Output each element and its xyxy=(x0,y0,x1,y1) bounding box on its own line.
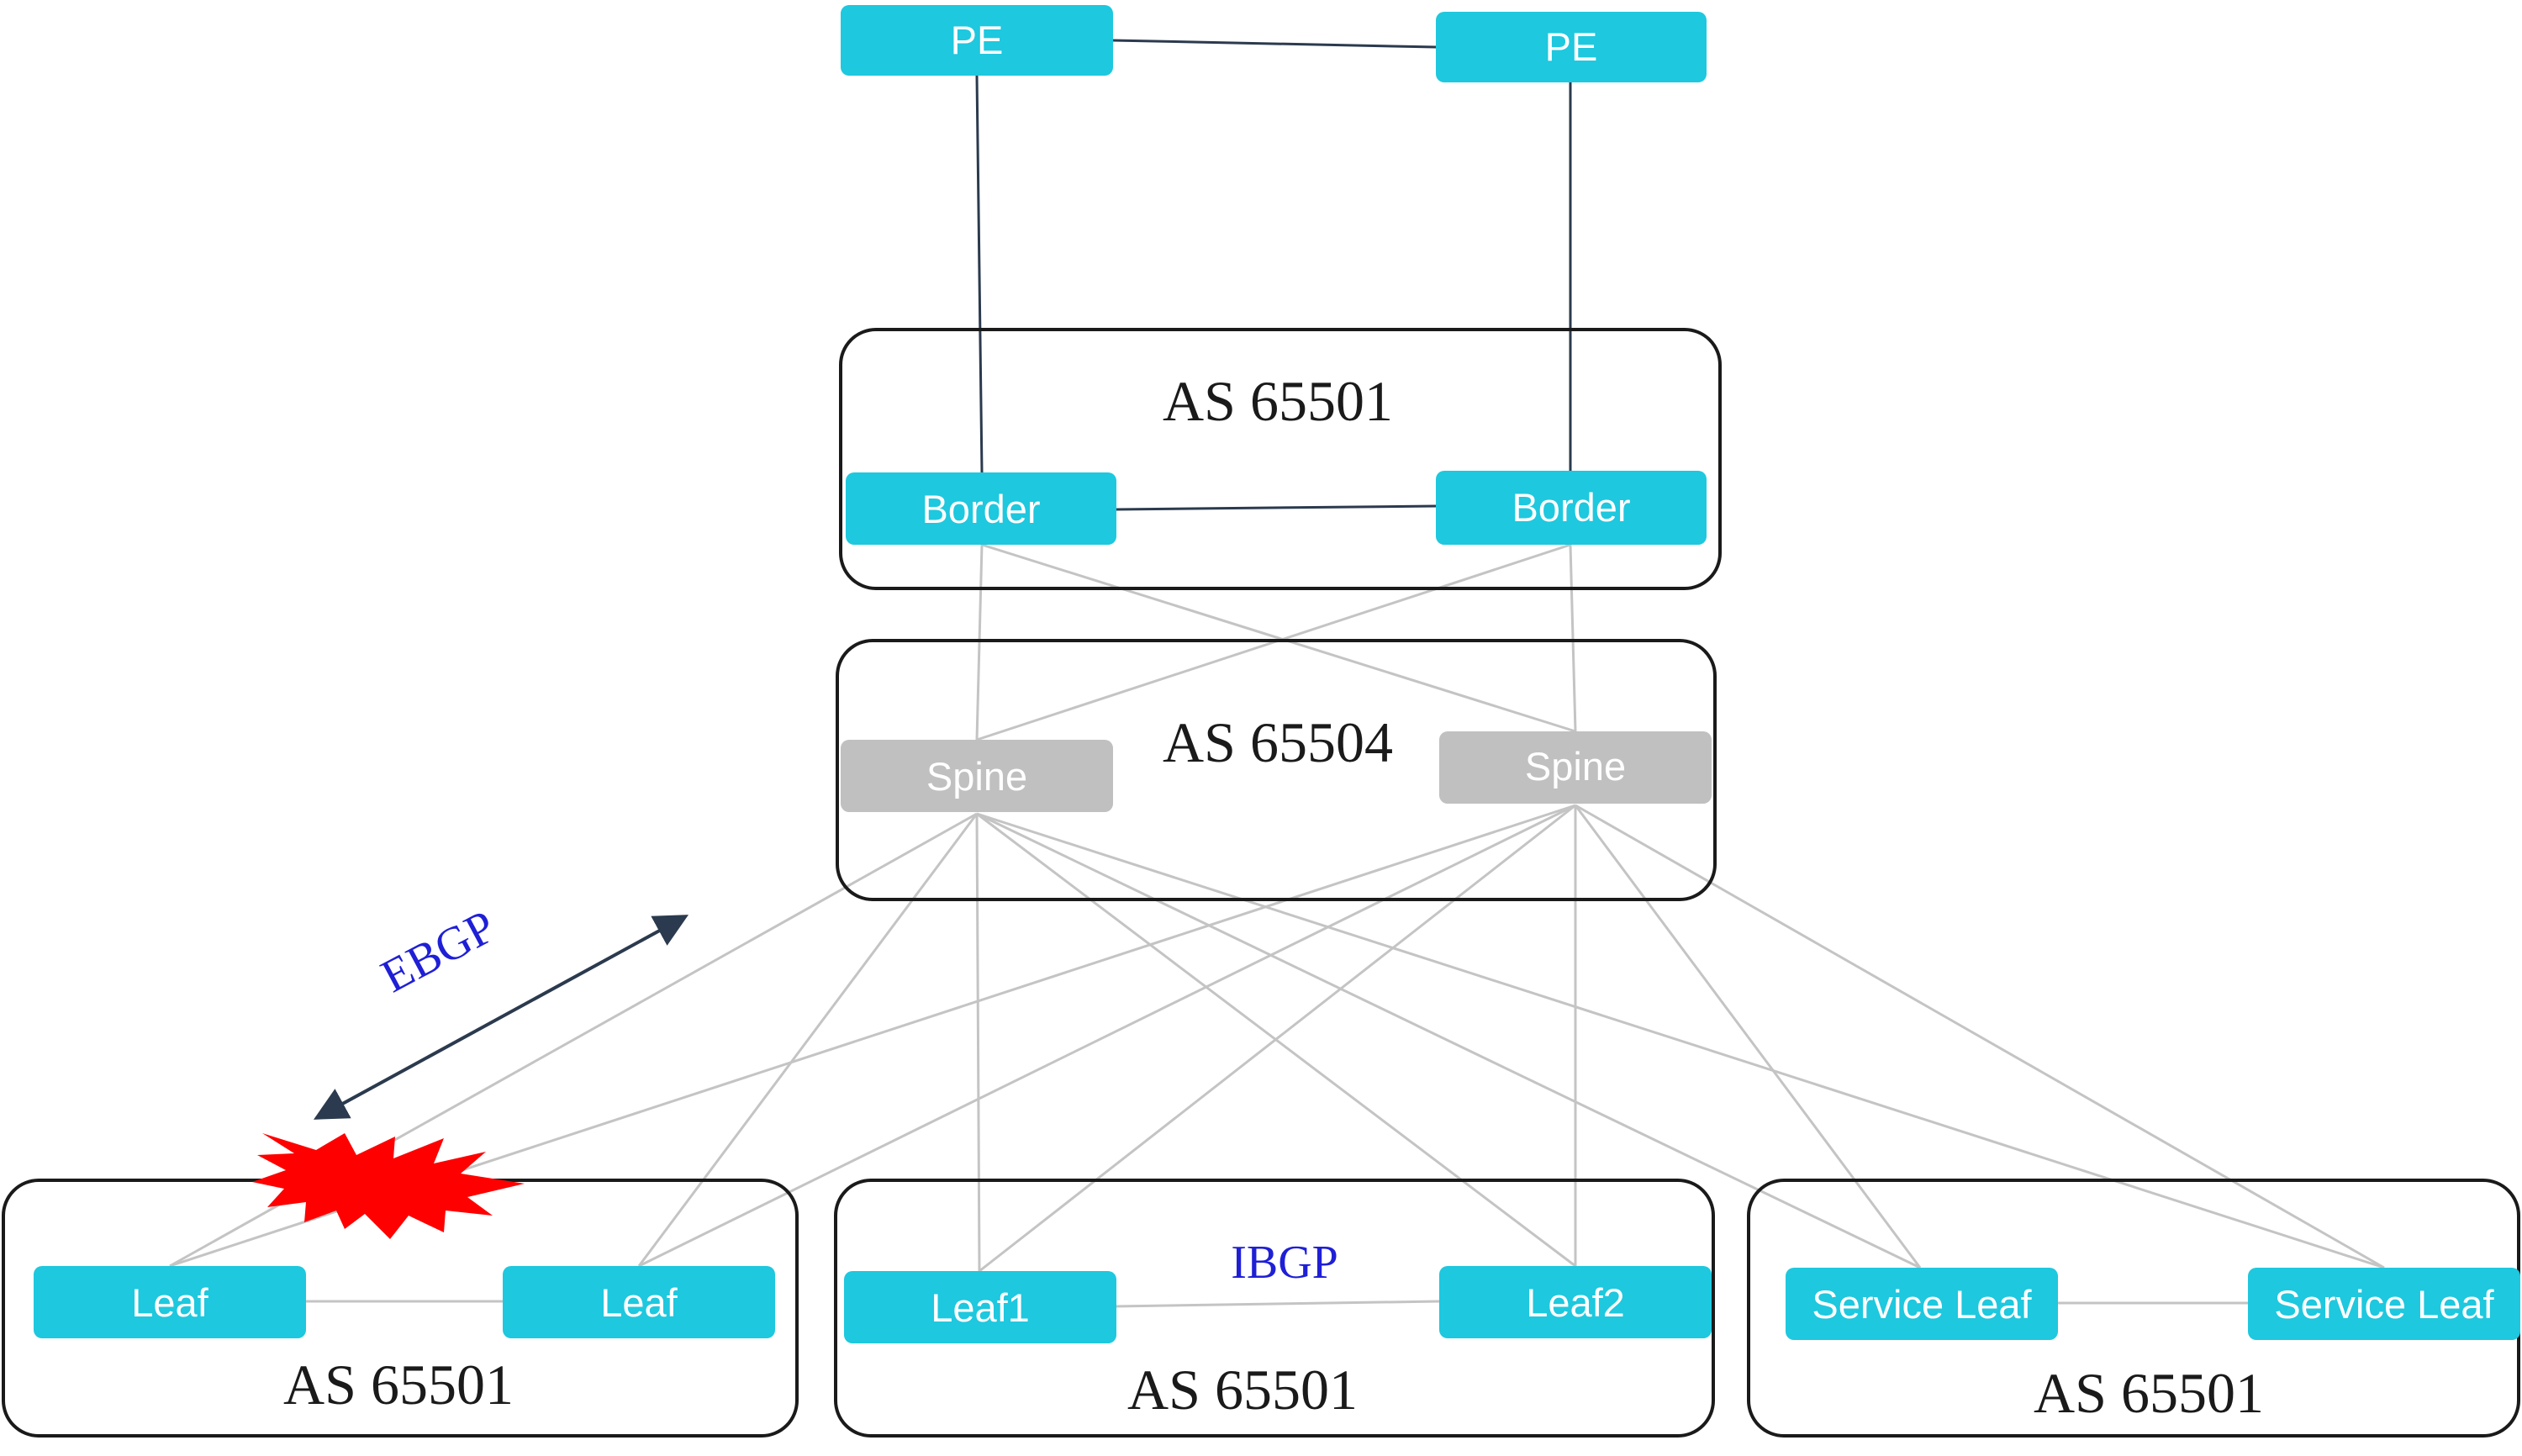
ibgp-label: IBGP xyxy=(1231,1237,1338,1289)
node-service-leaf-b-label: Service Leaf xyxy=(2274,1282,2494,1327)
as-label-leaf-middle: AS 65501 xyxy=(1127,1358,1358,1422)
node-pe-right-label: PE xyxy=(1545,24,1598,69)
node-pe-left-label: PE xyxy=(951,18,1004,62)
double-arrow-icon xyxy=(313,915,689,1120)
node-pe-right[interactable]: PE xyxy=(1436,12,1707,82)
node-spine-right-label: Spine xyxy=(1525,744,1626,789)
link-spine-right-service-leaf-a xyxy=(1574,804,1922,1269)
as-label-leaf-left: AS 65501 xyxy=(283,1353,514,1416)
node-border-right[interactable]: Border xyxy=(1436,471,1707,545)
node-border-left[interactable]: Border xyxy=(846,472,1116,545)
link-spine-left-service-leaf-a xyxy=(976,812,1921,1269)
group-box-border-as xyxy=(839,328,1722,590)
node-service-leaf-a-label: Service Leaf xyxy=(1812,1282,2032,1327)
group-box-leaf-as-middle xyxy=(834,1179,1715,1438)
node-leaf-1-label: Leaf1 xyxy=(931,1285,1030,1330)
node-leaf-2-label: Leaf2 xyxy=(1526,1280,1625,1325)
link-spine-right-leaf-1 xyxy=(979,804,1576,1273)
node-leaf-a[interactable]: Leaf xyxy=(34,1266,306,1338)
link-border-left-border-right xyxy=(1116,504,1437,511)
link-spine-left-leaf-b xyxy=(637,813,979,1267)
node-border-left-label: Border xyxy=(921,487,1040,531)
link-spine-left-service-leaf-b xyxy=(976,812,2385,1269)
link-border-left-spine-right xyxy=(981,543,1576,733)
node-leaf-b[interactable]: Leaf xyxy=(503,1266,775,1338)
as-label-spine: AS 65504 xyxy=(1163,710,1393,774)
wan-links xyxy=(975,39,1572,511)
group-box-spine-as xyxy=(836,639,1717,901)
explosion-burst-icon xyxy=(252,1133,525,1239)
link-spine-right-service-leaf-b xyxy=(1575,804,2385,1269)
link-spine-left-leaf-1 xyxy=(975,813,981,1272)
link-pe-left-border-left xyxy=(975,75,984,473)
link-spine-right-leaf-b xyxy=(638,804,1576,1268)
link-leaf-1-leaf-2 xyxy=(1115,1300,1440,1308)
as-label-border: AS 65501 xyxy=(1163,369,1393,433)
node-spine-right[interactable]: Spine xyxy=(1439,731,1712,804)
node-service-leaf-a[interactable]: Service Leaf xyxy=(1786,1268,2058,1340)
node-leaf-2[interactable]: Leaf2 xyxy=(1439,1266,1712,1338)
node-leaf-b-label: Leaf xyxy=(600,1280,678,1325)
as-label-leaf-right: AS 65501 xyxy=(2034,1361,2264,1425)
node-service-leaf-b[interactable]: Service Leaf xyxy=(2248,1268,2520,1340)
ebgp-label: EBGP xyxy=(373,900,504,1003)
node-leaf-1[interactable]: Leaf1 xyxy=(844,1271,1116,1343)
fabric-links xyxy=(169,543,2385,1308)
node-leaf-a-label: Leaf xyxy=(131,1280,208,1325)
node-spine-left-label: Spine xyxy=(926,754,1027,799)
node-border-right-label: Border xyxy=(1512,485,1630,530)
node-pe-left[interactable]: PE xyxy=(841,5,1113,76)
link-pe-left-pe-right xyxy=(1111,39,1437,49)
node-spine-left[interactable]: Spine xyxy=(841,740,1113,812)
link-border-right-spine-right xyxy=(1569,544,1577,732)
